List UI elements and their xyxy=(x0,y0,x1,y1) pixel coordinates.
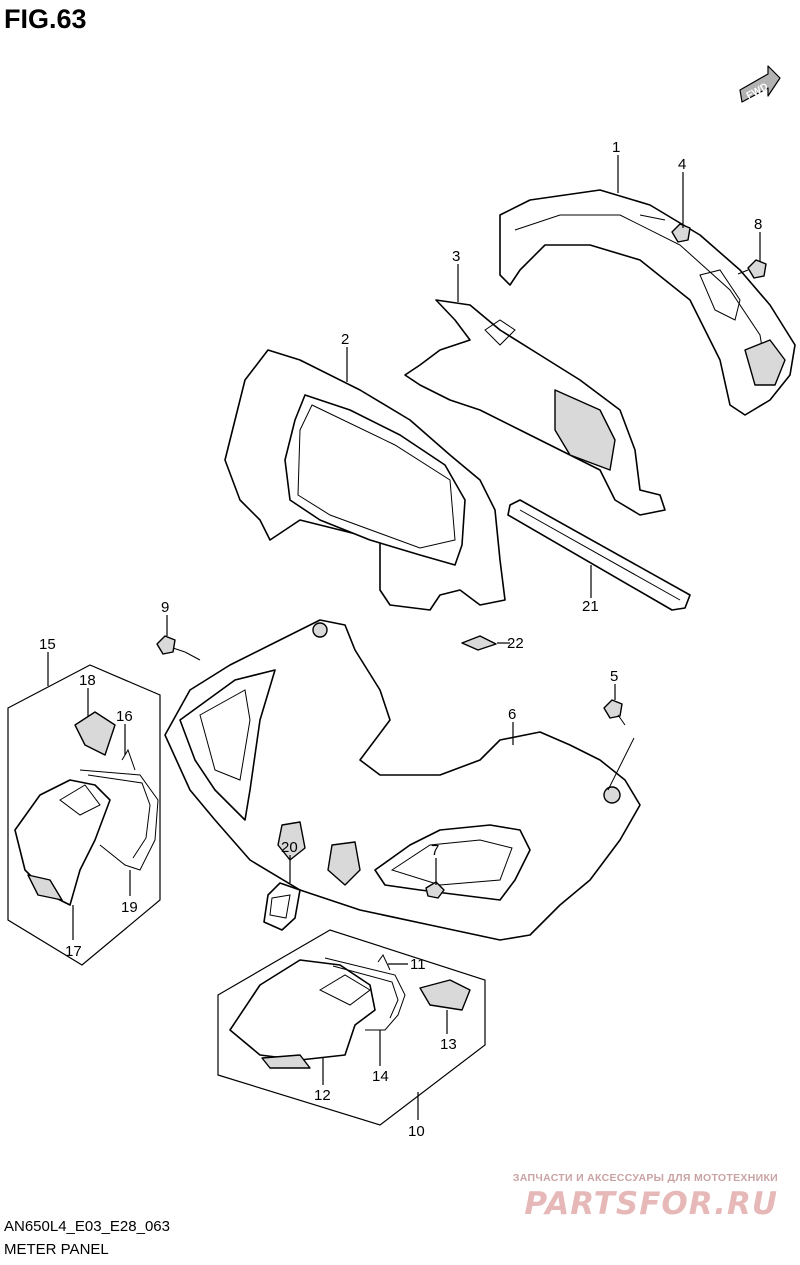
part-number-labels: 1 2 3 4 5 6 7 8 9 10 11 12 13 14 15 16 1… xyxy=(39,139,762,1140)
leader-lines xyxy=(47,155,761,1120)
part-label-6: 6 xyxy=(508,706,516,723)
fwd-arrow-label: FWD xyxy=(745,81,770,101)
part-label-14: 14 xyxy=(372,1068,389,1085)
part-9-screw xyxy=(156,635,201,661)
diagram-subtitle: METER PANEL xyxy=(4,1241,109,1258)
watermark-tagline: ЗАПЧАСТИ И АКСЕССУАРЫ ДЛЯ МОТОТЕХНИКИ xyxy=(512,1172,778,1184)
part-label-12: 12 xyxy=(314,1087,331,1104)
fwd-arrow-icon: FWD xyxy=(739,65,781,103)
part-label-16: 16 xyxy=(116,708,133,725)
assembly-15-left-box xyxy=(7,664,161,966)
watermark-brand-logo: PARTSFOR.RU xyxy=(524,1186,778,1222)
part-label-21: 21 xyxy=(582,598,599,615)
part-label-5: 5 xyxy=(610,668,618,685)
part-4-clip xyxy=(671,223,691,243)
part-5-grommet xyxy=(603,699,635,791)
part-7-clip xyxy=(425,881,445,899)
part-2-meter-bezel xyxy=(224,349,506,611)
part-label-13: 13 xyxy=(440,1036,457,1053)
part-label-15: 15 xyxy=(39,636,56,653)
part-3-inner-bracket xyxy=(404,299,666,516)
part-22-patch xyxy=(461,635,497,651)
part-label-18: 18 xyxy=(79,672,96,689)
part-label-11: 11 xyxy=(410,956,426,973)
part-label-1: 1 xyxy=(612,139,620,156)
part-label-20: 20 xyxy=(281,839,298,856)
part-label-7: 7 xyxy=(431,842,439,859)
part-20-lens xyxy=(263,882,301,931)
diagram-code: AN650L4_E03_E28_063 xyxy=(4,1218,170,1235)
assembly-10-lower-box xyxy=(217,929,486,1126)
part-8-screw xyxy=(737,259,767,279)
part-6-lower-cover xyxy=(164,619,641,941)
part-label-8: 8 xyxy=(754,216,762,233)
part-label-4: 4 xyxy=(678,156,686,173)
part-label-3: 3 xyxy=(452,248,460,265)
part-label-10: 10 xyxy=(408,1123,425,1140)
part-21-strip xyxy=(507,499,691,611)
part-label-19: 19 xyxy=(121,899,138,916)
part-label-22: 22 xyxy=(507,635,524,652)
part-label-2: 2 xyxy=(341,331,349,348)
figure-title: FIG.63 xyxy=(4,4,87,34)
part-1-upper-cover xyxy=(499,189,796,416)
part-label-9: 9 xyxy=(161,599,169,616)
part-label-17: 17 xyxy=(65,943,82,960)
